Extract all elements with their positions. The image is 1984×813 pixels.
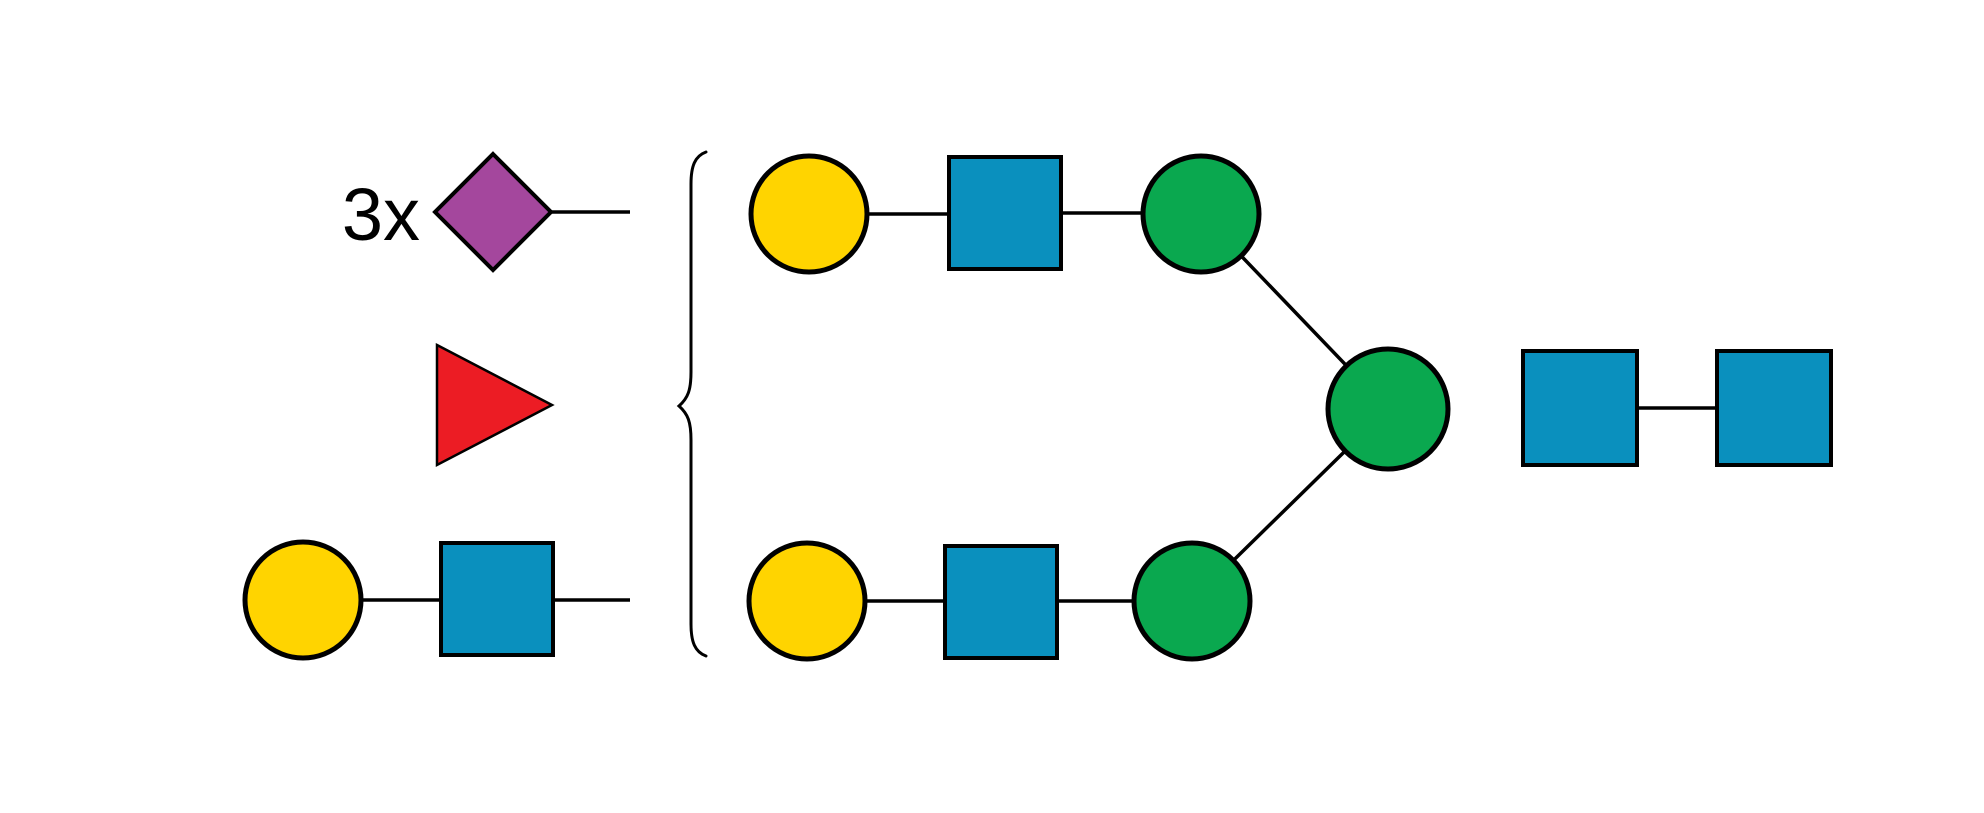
red-triangle [435, 342, 555, 468]
blue-square-core-1 [1521, 349, 1639, 467]
purple-diamond [432, 151, 554, 273]
green-circle-top [1140, 153, 1262, 275]
blue-square-bottom [943, 544, 1059, 660]
green-circle-bottom [1131, 540, 1253, 662]
curly-brace [676, 150, 708, 658]
multiplier-label: 3x [342, 173, 420, 256]
yellow-circle-left [242, 539, 364, 661]
green-circle-core [1325, 346, 1451, 472]
yellow-circle-bottom [746, 540, 868, 662]
yellow-circle-top [748, 153, 870, 275]
blue-square-core-2 [1715, 349, 1833, 467]
blue-square-top [947, 155, 1063, 271]
blue-square-left [439, 541, 555, 657]
